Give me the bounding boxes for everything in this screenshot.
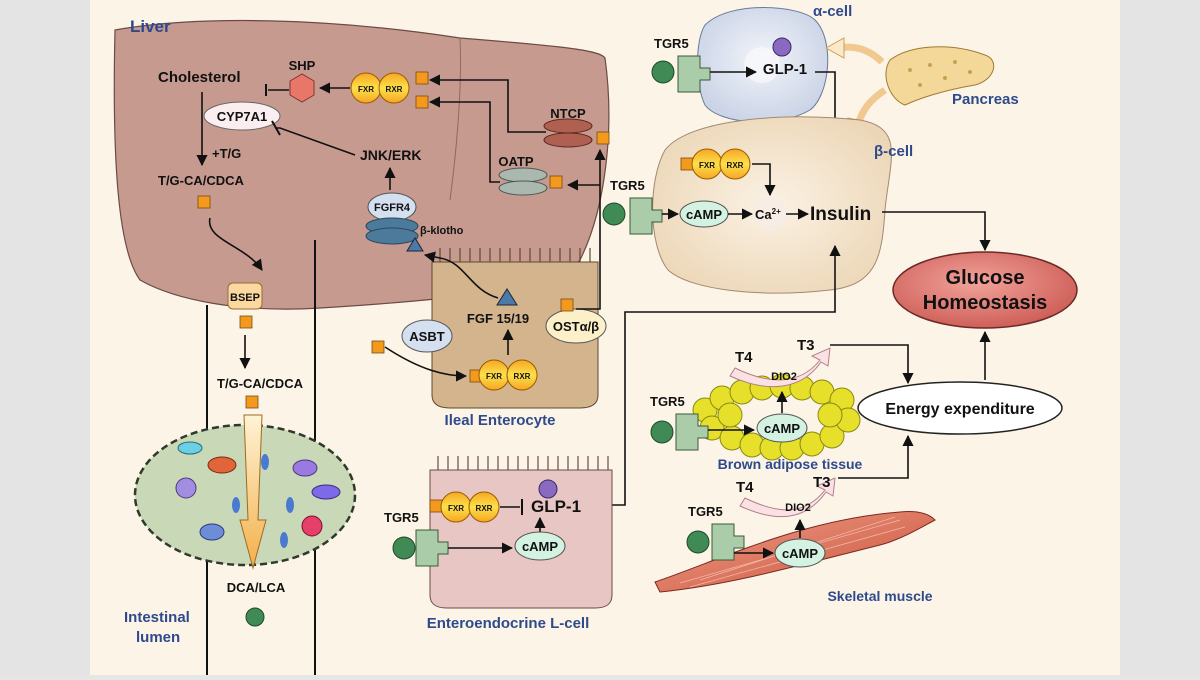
camp-beta-label: cAMP [686,207,722,222]
glp1-granule-lcell [538,479,558,499]
svg-text:FXR: FXR [358,85,374,94]
intestinal-lumen-label-2: lumen [136,629,180,646]
svg-text:RXR: RXR [476,504,493,513]
camp-bat-label: cAMP [764,421,800,436]
glucose-label-2: Homeostasis [923,292,1048,314]
tgr5-receptor-beta [602,197,663,235]
alpha-cell-label: α-cell [813,3,852,20]
tg-ca-cdca-duct-label: T/G-CA/CDCA [217,376,304,391]
fgf-triangle [496,288,518,306]
glucose-label-1: Glucose [946,267,1025,289]
oatp-label: OATP [498,154,533,169]
glp1-granule-alpha [772,37,792,57]
svg-text:FXR: FXR [699,161,715,170]
energy-expenditure-node [857,381,1063,435]
dca-lca-ligand [245,607,265,627]
tgr5-receptor-bat [650,413,709,451]
dca-lca-label: DCA/LCA [227,580,286,595]
ost-label: OSTα/β [553,319,599,334]
t3-sm-label: T3 [813,474,831,491]
tgr5-bat-label: TGR5 [650,394,685,409]
beta-klotho-triangle [406,237,424,252]
insulin-label: Insulin [810,204,871,225]
skeletal-muscle-label: Skeletal muscle [827,588,932,604]
glp1-lcell-label: GLP-1 [531,497,581,516]
dio2-sm-arc [739,477,836,518]
t3-bat-label: T3 [797,337,815,354]
bile-acid-square [197,195,211,209]
glucose-homeostasis-node [892,251,1078,329]
tgr5-receptor-lcell [392,529,449,567]
shp-label: SHP [289,58,316,73]
asbt-transporter [401,319,453,353]
cyp7a1-label: CYP7A1 [217,109,268,124]
camp-lcell-node [514,531,566,561]
fxr-rxr-lcell: FXR RXR [440,491,500,523]
intestinal-lumen-label-1: Intestinal [124,609,190,626]
tgr5-lcell-label: TGR5 [384,510,419,525]
jnk-erk-label: JNK/ERK [360,147,421,163]
tgr5-receptor-alpha [651,55,711,93]
t4-bat-label: T4 [735,349,753,366]
dio2-bat-label: DIO2 [771,371,797,383]
tg-label: +T/G [212,146,241,161]
svg-text:RXR: RXR [514,372,531,381]
t4-sm-label: T4 [736,479,754,496]
glp1-alpha-label: GLP-1 [763,61,807,78]
fxr-rxr-beta: FXR RXR [691,148,751,180]
shp-hexagon [289,73,315,103]
fgfr4-label: FGFR4 [374,202,411,214]
bsep-transporter [227,282,263,310]
microbiota-lumen [133,423,357,567]
tg-ca-cdca-liver-label: T/G-CA/CDCA [158,173,245,188]
camp-lcell-label: cAMP [522,539,558,554]
dio2-sm-label: DIO2 [785,502,811,514]
pancreas-label: Pancreas [952,91,1019,108]
liver-label: Liver [130,17,171,36]
ileal-enterocyte-label: Ileal Enterocyte [445,412,556,429]
tgr5-sm-label: TGR5 [688,504,723,519]
fxr-rxr-liver: FXR RXR [350,72,410,104]
fxr-rxr-enterocyte: FXR RXR [478,359,538,391]
conversion-cone [239,414,267,570]
bsep-label: BSEP [230,292,260,304]
cyp7a1-node [203,101,281,131]
camp-sm-label: cAMP [782,546,818,561]
ntcp-label: NTCP [550,106,586,121]
tgr5-beta-label: TGR5 [610,178,645,193]
fgf-label: FGF 15/19 [467,311,529,326]
ca-label: Ca2+ [755,207,781,222]
beta-klotho-label: β-klotho [420,225,464,237]
svg-text:RXR: RXR [727,161,744,170]
camp-sm-node [774,538,826,568]
tgr5-receptor-sm [686,523,745,561]
bat-label: Brown adipose tissue [718,456,863,472]
svg-text:FXR: FXR [486,372,502,381]
dio2-bat-arc [729,347,831,388]
asbt-label: ASBT [409,329,444,344]
pancreas-icon [885,46,995,106]
energy-label: Energy expenditure [885,401,1034,418]
beta-cell-label: β-cell [874,143,913,160]
cholesterol-label: Cholesterol [158,69,241,86]
tgr5-alpha-label: TGR5 [654,36,689,51]
microbe-icons [175,441,341,548]
camp-bat-node [756,413,808,443]
svg-text:RXR: RXR [386,85,403,94]
lcell-label: Enteroendocrine L-cell [427,615,590,632]
svg-text:FXR: FXR [448,504,464,513]
